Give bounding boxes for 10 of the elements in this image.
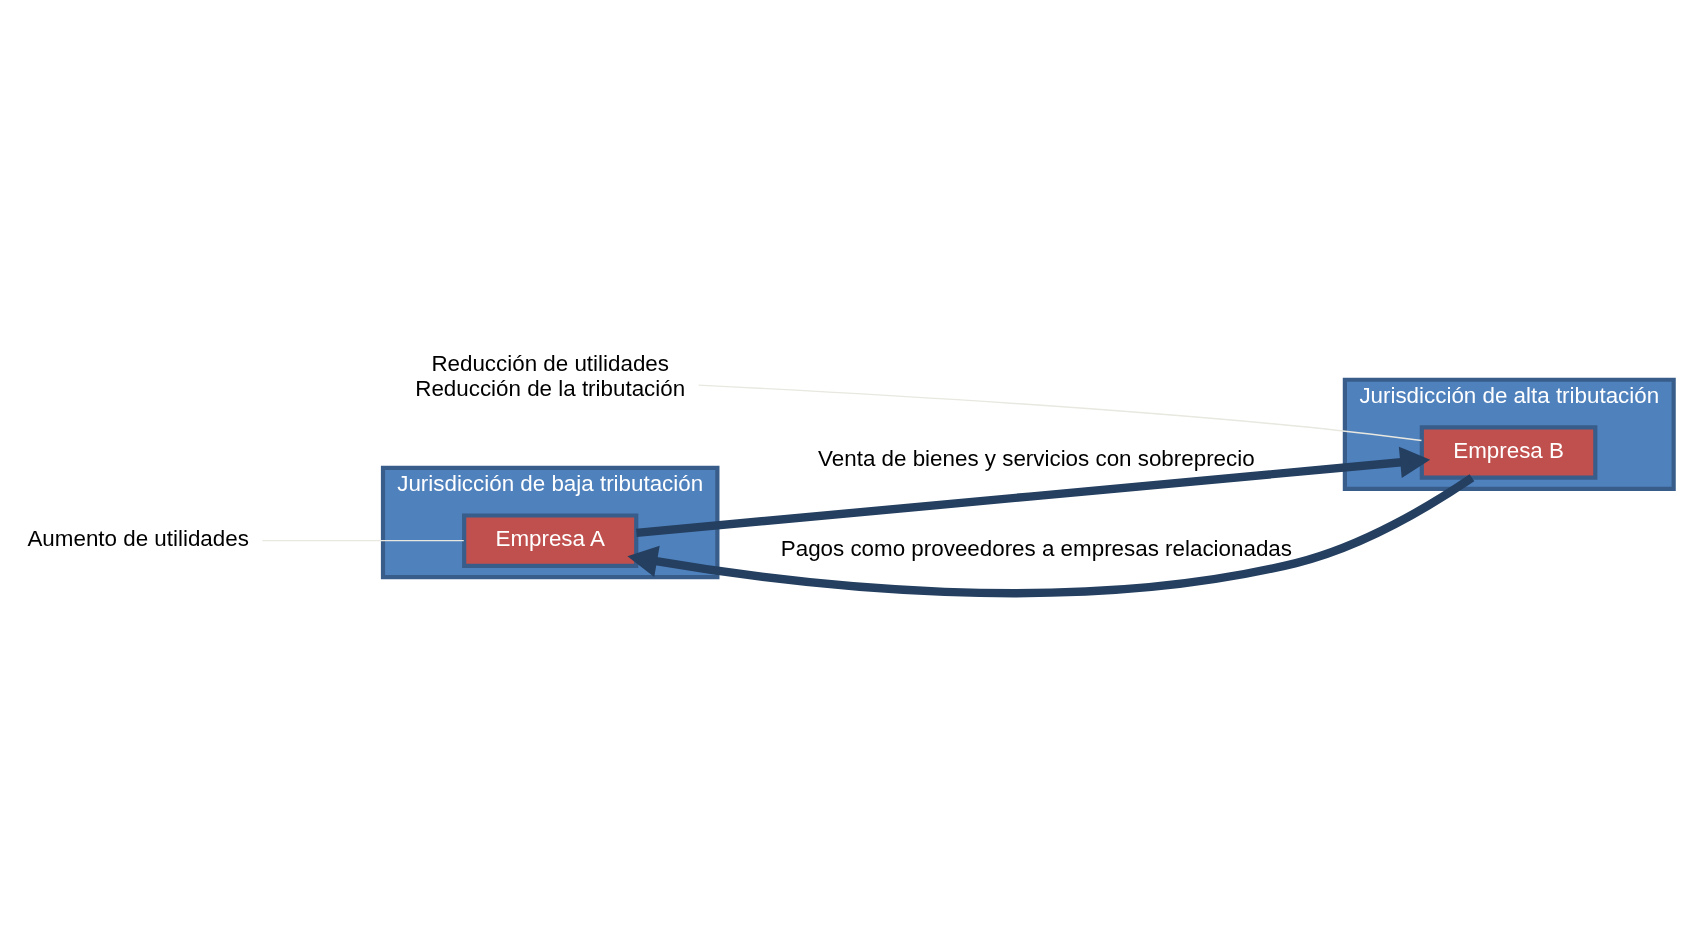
edge-label: Venta de bienes y servicios con sobreprecio [818,445,1255,471]
edge-label: Pagos como proveedores a empresas relacionadas [780,535,1292,561]
node-text: Reducción de utilidades Reducción de la tributación [415,350,686,401]
node-box: Empresa A [462,512,639,568]
connector [697,383,1423,441]
connector [261,539,465,541]
node-box: Empresa B [1419,424,1598,480]
node-text: Aumento de utilidades [27,525,249,551]
arrow [627,473,1475,597]
arrow [636,446,1431,537]
